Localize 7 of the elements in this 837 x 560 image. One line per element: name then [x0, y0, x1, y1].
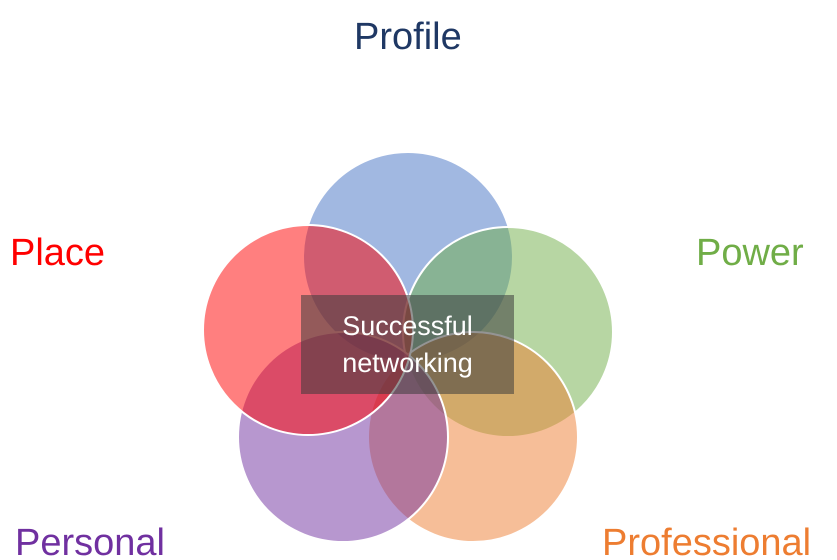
circle-label: Place	[10, 234, 106, 272]
center-label: Successful networking	[341, 310, 474, 380]
center-label-panel	[301, 295, 514, 394]
circle-label: Personal	[15, 524, 165, 560]
circle-label: Professional	[602, 524, 812, 560]
circle-label: Profile	[354, 18, 462, 56]
circle-label: Power	[696, 234, 804, 272]
